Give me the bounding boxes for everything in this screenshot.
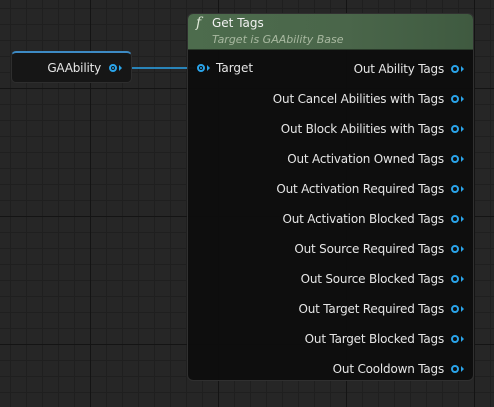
pin-arrow-icon [461, 186, 464, 192]
function-node-header[interactable]: f Get Tags Target is GAAbility Base [188, 14, 473, 50]
input-pin-label: Target [216, 61, 254, 75]
pin-arrow-icon [461, 246, 464, 252]
output-pin-label: Out Target Required Tags [298, 302, 445, 316]
variable-node-gaability[interactable]: GAAbility [11, 51, 132, 83]
pin-arrow-icon [207, 65, 210, 71]
pin-arrow-icon [461, 126, 464, 132]
pin-arrow-icon [461, 306, 464, 312]
pin-arrow-icon [461, 216, 464, 222]
output-pin-out-activation-blocked-tags[interactable] [451, 215, 459, 223]
input-pin-target[interactable] [197, 64, 205, 72]
output-pin-label: Out Block Abilities with Tags [280, 122, 444, 136]
output-pin-label: Out Activation Required Tags [276, 182, 444, 196]
output-pin-out-source-blocked-tags[interactable] [451, 275, 459, 283]
function-node-subtitle: Target is GAAbility Base [212, 33, 344, 46]
output-pin-label: Out Ability Tags [353, 62, 445, 76]
output-pin-out-target-required-tags[interactable] [451, 305, 459, 313]
output-pin-label: Out Cooldown Tags [332, 362, 445, 376]
pin-arrow-icon [461, 366, 464, 372]
function-node-title: Get Tags [212, 16, 264, 30]
output-pin-label: Out Source Required Tags [294, 242, 444, 256]
output-pin-gaability[interactable] [109, 64, 117, 72]
output-pin-label: Out Activation Blocked Tags [282, 212, 445, 226]
output-pin-out-cooldown-tags[interactable] [451, 365, 459, 373]
pin-arrow-icon [461, 276, 464, 282]
output-pin-out-target-blocked-tags[interactable] [451, 335, 459, 343]
output-pin-out-ability-tags[interactable] [451, 65, 459, 73]
output-pin-out-source-required-tags[interactable] [451, 245, 459, 253]
output-pin-label: Out Target Blocked Tags [304, 332, 445, 346]
output-pin-label: Out Source Blocked Tags [300, 272, 445, 286]
output-pin-out-block-abilities-with-tags[interactable] [451, 125, 459, 133]
output-pin-out-activation-owned-tags[interactable] [451, 155, 459, 163]
output-pin-out-activation-required-tags[interactable] [451, 185, 459, 193]
function-node-get-tags[interactable]: f Get Tags Target is GAAbility Base Targ… [187, 13, 474, 381]
output-pin-label: Out Activation Owned Tags [287, 152, 444, 166]
pin-arrow-icon [461, 96, 464, 102]
pin-arrow-icon [461, 66, 464, 72]
pin-arrow-icon [461, 336, 464, 342]
output-pin-label: Out Cancel Abilities with Tags [272, 92, 444, 106]
pin-arrow-icon [119, 65, 122, 71]
function-icon: f [196, 15, 202, 31]
pin-arrow-icon [461, 156, 464, 162]
variable-node-label: GAAbility [47, 61, 101, 75]
output-pin-out-cancel-abilities-with-tags[interactable] [451, 95, 459, 103]
